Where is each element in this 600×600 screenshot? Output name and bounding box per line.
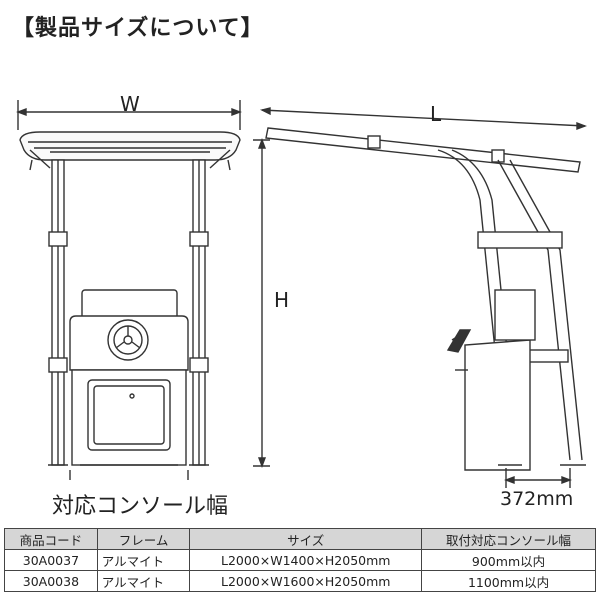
header-frame: フレーム (96, 528, 191, 550)
cell-console-width: 1100mm以内 (421, 570, 596, 592)
width-label: W (120, 92, 140, 116)
table-row: 30A0038 アルマイト L2000×W1600×H2050mm 1100mm… (4, 570, 596, 592)
cell-frame: アルマイト (96, 570, 191, 592)
header-console-width: 取付対応コンソール幅 (421, 528, 596, 550)
cell-product-code: 30A0037 (4, 549, 98, 571)
header-size: サイズ (189, 528, 423, 550)
depth-label: 372mm (500, 488, 574, 510)
cell-console-width: 900mm以内 (421, 549, 596, 571)
header-product-code: 商品コード (4, 528, 98, 550)
length-label: L (430, 102, 442, 126)
height-label: H (274, 288, 290, 312)
cell-size: L2000×W1600×H2050mm (189, 570, 423, 592)
console-width-caption: 対応コンソール幅 (52, 494, 229, 519)
table-header-row: 商品コード フレーム サイズ 取付対応コンソール幅 (4, 528, 596, 550)
cell-product-code: 30A0038 (4, 570, 98, 592)
cell-frame: アルマイト (96, 549, 191, 571)
t-top-diagram (16, 100, 587, 488)
table-row: 30A0037 アルマイト L2000×W1400×H2050mm 900mm以… (4, 549, 596, 571)
spec-table: 商品コード フレーム サイズ 取付対応コンソール幅 30A0037 アルマイト … (4, 528, 596, 592)
cell-size: L2000×W1400×H2050mm (189, 549, 423, 571)
page-title: 【製品サイズについて】 (12, 16, 264, 41)
